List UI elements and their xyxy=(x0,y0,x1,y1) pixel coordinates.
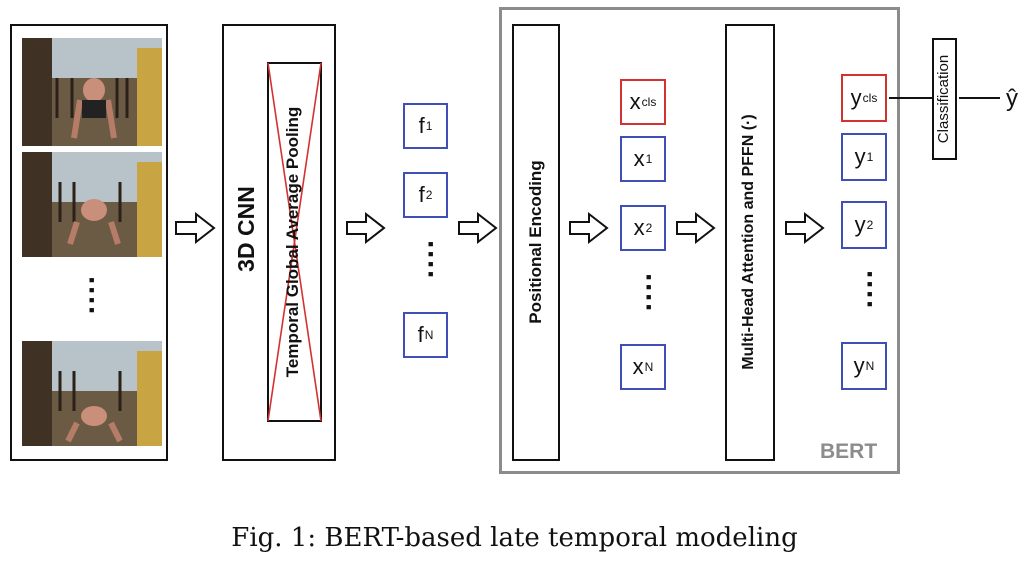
input-xcls-base: x xyxy=(629,89,641,114)
video-frame-2 xyxy=(22,152,162,257)
input-x1-base: x xyxy=(633,146,645,171)
output-y2-sub: 2 xyxy=(866,218,874,232)
arrow-features-to-bert xyxy=(458,211,498,245)
inputs-ellipsis: ···· xyxy=(632,273,665,313)
arrow-cnn-to-features xyxy=(346,211,386,245)
figure-caption: Fig. 1: BERT-based late temporal modelin… xyxy=(231,523,798,553)
video-frame-n xyxy=(22,341,162,446)
feature-f2-sub: 2 xyxy=(425,188,433,202)
output-y1-sub: 1 xyxy=(866,150,874,164)
output-ycls-base: y xyxy=(850,85,862,110)
input-x1-sub: 1 xyxy=(645,152,653,166)
input-x2-sub: 2 xyxy=(645,221,653,235)
output-yn-base: y xyxy=(853,353,865,378)
feature-f2-base: f xyxy=(418,182,425,207)
prediction-yhat: ŷ xyxy=(1006,85,1018,112)
output-y1-base: y xyxy=(854,144,866,169)
feature-f1-base: f xyxy=(418,113,425,138)
attention-box xyxy=(725,24,775,461)
feature-fn-base: f xyxy=(417,322,424,347)
cnn-label: 3D CNN xyxy=(233,186,259,272)
output-y2-base: y xyxy=(854,212,866,237)
input-x2-base: x xyxy=(633,215,645,240)
pooling-label: Temporal Global Average Pooling xyxy=(283,106,302,378)
features-ellipsis: ···· xyxy=(414,240,447,280)
bert-container xyxy=(499,7,900,474)
feature-f1-sub: 1 xyxy=(425,119,433,133)
frames-ellipsis: ···· xyxy=(75,276,108,316)
input-xn-base: x xyxy=(632,354,644,379)
classification-label: Classification xyxy=(935,54,952,144)
classification-box xyxy=(932,38,957,160)
bert-label: BERT xyxy=(820,440,878,463)
input-xn-sub: N xyxy=(644,360,654,374)
video-frame-1 xyxy=(22,38,162,146)
outputs-ellipsis: ···· xyxy=(853,270,886,310)
video-frames-panel: ···· xyxy=(10,24,168,461)
output-ycls-sub: cls xyxy=(862,91,878,105)
output-yn-sub: N xyxy=(865,359,875,373)
positional-encoding-box xyxy=(512,24,560,461)
input-xcls-sub: cls xyxy=(641,95,657,109)
attention-label: Multi-Head Attention and PFFN (·) xyxy=(740,114,757,370)
feature-fn-sub: N xyxy=(424,328,434,342)
arrow-frames-to-cnn xyxy=(175,211,216,245)
positional-encoding-label: Positional Encoding xyxy=(526,160,545,324)
